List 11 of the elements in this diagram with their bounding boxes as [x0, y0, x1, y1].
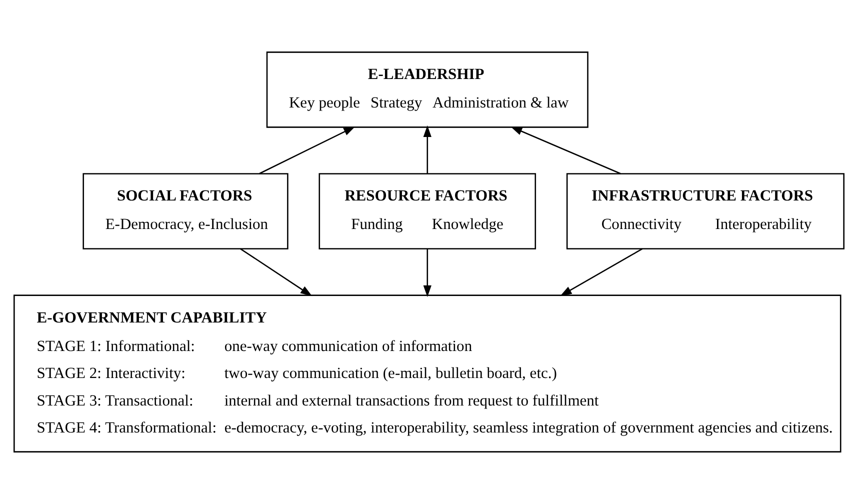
arrow [259, 126, 356, 174]
arrow [423, 124, 432, 173]
node-box: E-GOVERNMENT CAPABILITY STAGE 1: Informational: one-way communication of information STAGE 2: Interactivity: two-way communication (e-mail, bulletin board, etc.) STAGE 3: Transactional: internal and external transactions from request to fulfillment STAGE 4: Transformational: e-democracy, e-voting, interoperability, seamless integration of government agencies and citizens. [14, 294, 842, 452]
node-box: INFRASTRUCTURE FACTORS Connectivity Interoperability [566, 172, 844, 249]
node-box: RESOURCE FACTORS Funding Knowledge [318, 172, 536, 249]
arrow [560, 248, 643, 296]
node-box: SOCIAL FACTORS E-Democracy, e-Inclusion [82, 172, 288, 249]
arrow [510, 126, 621, 174]
node-box: E-LEADERSHIP Key people Strategy Administration & law [266, 51, 588, 128]
arrow [240, 248, 312, 296]
arrow [423, 248, 432, 297]
